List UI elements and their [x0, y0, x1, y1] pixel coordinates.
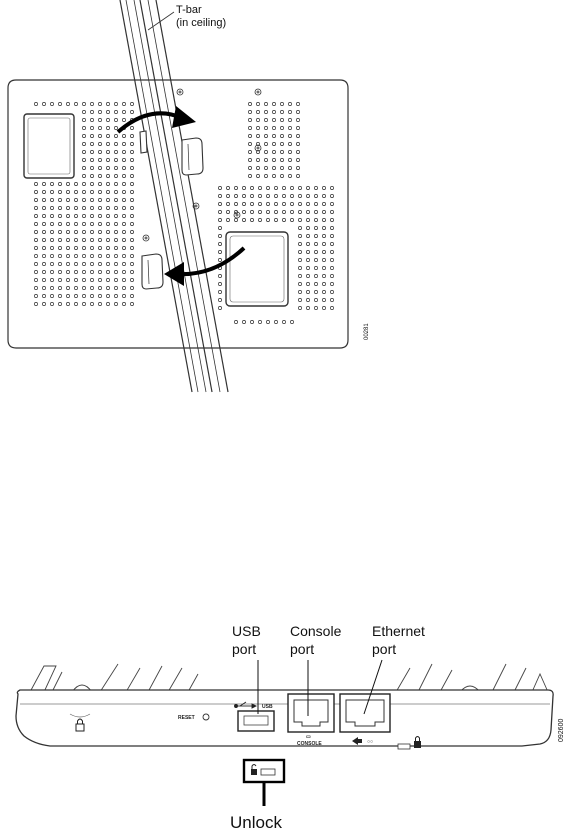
reset-button[interactable]	[203, 714, 209, 720]
port-panel-figure: RESET USB ▭ CONSOLE ○○	[16, 623, 565, 832]
console-icon: ▭	[306, 734, 311, 740]
housing-ribs	[30, 664, 548, 692]
plate-cutout-upper	[24, 114, 74, 178]
unlock-label: Unlock	[230, 813, 282, 832]
tbar-label: T-bar (in ceiling)	[176, 4, 226, 29]
usb-label-line2: port	[232, 641, 256, 657]
ethernet-port-label: Ethernet port	[372, 623, 429, 657]
tbar-label-line2: (in ceiling)	[176, 17, 226, 29]
usb-text: USB	[262, 704, 273, 710]
ethernet-port-mark: ○○	[367, 739, 373, 745]
console-label-line1: Console	[290, 623, 342, 639]
console-label-line2: port	[290, 641, 314, 657]
mounting-figure: T-bar (in ceiling) 00281	[8, 0, 370, 392]
tbar-label-line1: T-bar	[176, 4, 202, 16]
console-port-label: Console port	[290, 623, 345, 657]
figure1-id: 00281	[364, 323, 370, 340]
access-point-housing	[16, 690, 553, 746]
t-bar-clip-lower	[142, 254, 163, 289]
indicator-slot	[398, 744, 410, 749]
figure2-id: 092600	[558, 719, 565, 742]
ethernet-label-line1: Ethernet	[372, 623, 425, 639]
console-text: CONSOLE	[297, 741, 322, 747]
reset-text: RESET	[178, 715, 195, 721]
usb-port-label: USB port	[232, 623, 265, 657]
plate-cutout-lower	[226, 232, 288, 306]
ethernet-label-line2: port	[372, 641, 396, 657]
usb-label-line1: USB	[232, 623, 261, 639]
